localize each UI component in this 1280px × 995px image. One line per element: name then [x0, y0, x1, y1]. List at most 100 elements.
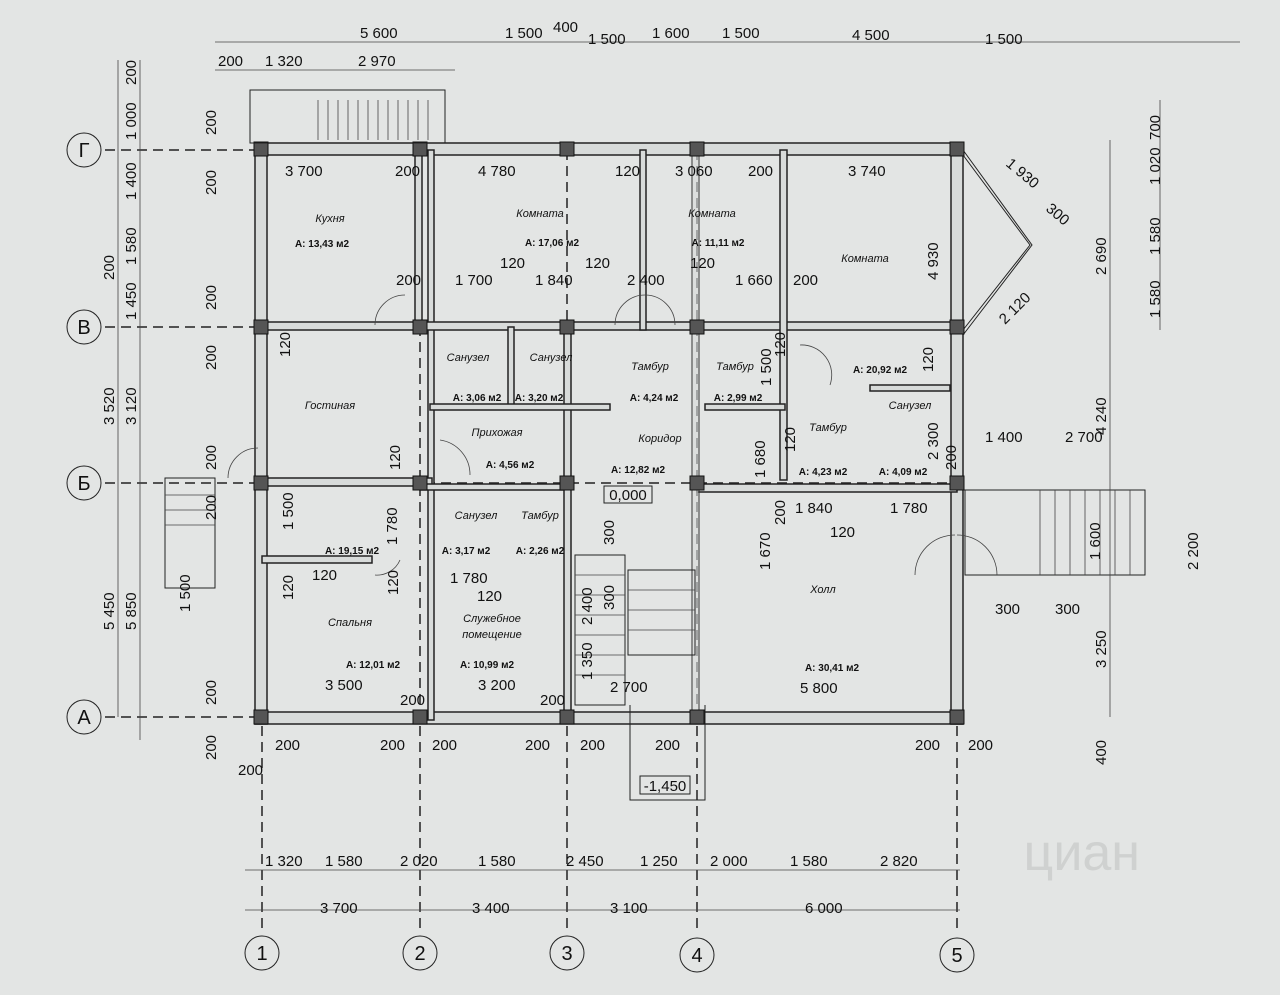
dimension-text: 2 000 [710, 853, 748, 870]
room-area: A: 3,20 м2 [515, 393, 564, 404]
dimension-text: 1 350 [579, 642, 596, 680]
dimension-text: 1 840 [535, 272, 573, 289]
room-name: Прихожая [471, 427, 522, 439]
room-name: Санузел [447, 352, 490, 364]
room-area: A: 4,23 м2 [799, 467, 848, 478]
dimension-text: 1 320 [265, 53, 303, 70]
room-name: Служебное [463, 613, 521, 625]
dimension-text: 1 320 [265, 853, 303, 870]
dimension-text: 200 [203, 680, 220, 705]
axis-marker-a [66, 699, 102, 735]
room-name: Тамбур [716, 361, 754, 373]
dimension-text: 3 200 [478, 677, 516, 694]
room-area: A: 4,24 м2 [630, 393, 679, 404]
dimension-text: 200 [915, 737, 940, 754]
dimension-text: 120 [385, 570, 402, 595]
dimension-text: 2 300 [925, 422, 942, 460]
dimension-text: 120 [585, 255, 610, 272]
dimension-text: 200 [400, 692, 425, 709]
dimension-text: 200 [203, 495, 220, 520]
dimension-text: 200 [238, 762, 263, 779]
dimension-text: 120 [772, 332, 789, 357]
axis-label: Г [79, 140, 90, 162]
dimension-text: 3 060 [675, 163, 713, 180]
dimension-text: 1 500 [280, 492, 297, 530]
dimension-text: 200 [203, 445, 220, 470]
dimension-text: 1 450 [123, 282, 140, 320]
room-area: A: 4,56 м2 [486, 460, 535, 471]
room-name: Холл [809, 584, 835, 596]
axis-label: Б [77, 473, 90, 495]
dimension-text: 3 400 [472, 900, 510, 917]
axis-marker-b [66, 465, 102, 501]
dimension-text: 3 250 [1093, 630, 1110, 668]
dimension-text: 200 [748, 163, 773, 180]
dimension-text: 300 [995, 601, 1020, 618]
dimension-text: 200 [203, 110, 220, 135]
dimension-text: 120 [615, 163, 640, 180]
dimension-text: 1 500 [722, 25, 760, 42]
dimension-text: 1 840 [795, 500, 833, 517]
dimension-text: 5 850 [123, 592, 140, 630]
dimension-text: 200 [395, 163, 420, 180]
dimension-text: 120 [280, 575, 297, 600]
row-axis-markers: Г В Б А [66, 132, 102, 735]
room-name: Коридор [638, 433, 681, 445]
room-area: A: 3,06 м2 [453, 393, 502, 404]
dimension-text: 120 [782, 427, 799, 452]
axis-label: 2 [414, 943, 425, 965]
dimension-text: 3 500 [325, 677, 363, 694]
room-name: Тамбур [809, 422, 847, 434]
room-name: Комната [516, 208, 563, 220]
room-area: A: 2,99 м2 [714, 393, 763, 404]
axis-label: 1 [256, 943, 267, 965]
dimension-text: 1 680 [752, 440, 769, 478]
dimension-texts-interior: 3 700 200 4 780 120 3 060 200 3 740 200 … [277, 163, 960, 697]
dimension-text: 200 [396, 272, 421, 289]
room-area: A: 13,43 м2 [295, 239, 350, 250]
axis-label: А [77, 707, 91, 729]
room-area: A: 20,92 м2 [853, 365, 908, 376]
room-name: Санузел [530, 352, 573, 364]
room-area: A: 2,26 м2 [516, 546, 565, 557]
dimension-text: 3 740 [848, 163, 886, 180]
dimension-text: 120 [500, 255, 525, 272]
dimension-text: 120 [830, 524, 855, 541]
dimension-text: 200 [943, 445, 960, 470]
dimension-text: 1 500 [985, 31, 1023, 48]
room-name: Кухня [315, 213, 344, 225]
dimension-text: 2 400 [627, 272, 665, 289]
dimension-text: 120 [387, 445, 404, 470]
room-name: Санузел [889, 400, 932, 412]
dimension-text: 200 [655, 737, 680, 754]
dimension-text: 300 [601, 520, 618, 545]
dimension-text: 200 [203, 170, 220, 195]
room-area: A: 12,82 м2 [611, 465, 666, 476]
room-area: A: 30,41 м2 [805, 663, 860, 674]
dimension-text: 3 700 [320, 900, 358, 917]
dimension-text: 4 930 [925, 242, 942, 280]
dimension-text: 300 [601, 585, 618, 610]
room-name: Комната [841, 253, 888, 265]
room-area: A: 3,17 м2 [442, 546, 491, 557]
dimension-lines [117, 41, 1240, 911]
dimension-text: 200 [540, 692, 565, 709]
doors [227, 294, 998, 576]
room-name: Гостиная [305, 400, 355, 412]
dimension-text: 3 520 [101, 387, 118, 425]
dimension-text: 120 [477, 588, 502, 605]
dimension-text: 2 700 [1065, 429, 1103, 446]
room-area: A: 17,06 м2 [525, 238, 580, 249]
dimension-text: 1 670 [757, 532, 774, 570]
room-labels: Кухня A: 13,43 м2 Комната A: 17,06 м2 Ко… [295, 208, 931, 674]
room-area: A: 10,99 м2 [460, 660, 515, 671]
column-axis-markers: 1 2 3 4 5 [244, 935, 975, 973]
dimension-text: 6 000 [805, 900, 843, 917]
dimension-text: 3 700 [285, 163, 323, 180]
dimension-text: 4 500 [852, 27, 890, 44]
watermark: циан [1024, 824, 1140, 882]
dimension-text: 400 [553, 19, 578, 36]
dimension-text: 120 [312, 567, 337, 584]
dimension-text: 200 [793, 272, 818, 289]
dimension-text: 1 400 [123, 162, 140, 200]
